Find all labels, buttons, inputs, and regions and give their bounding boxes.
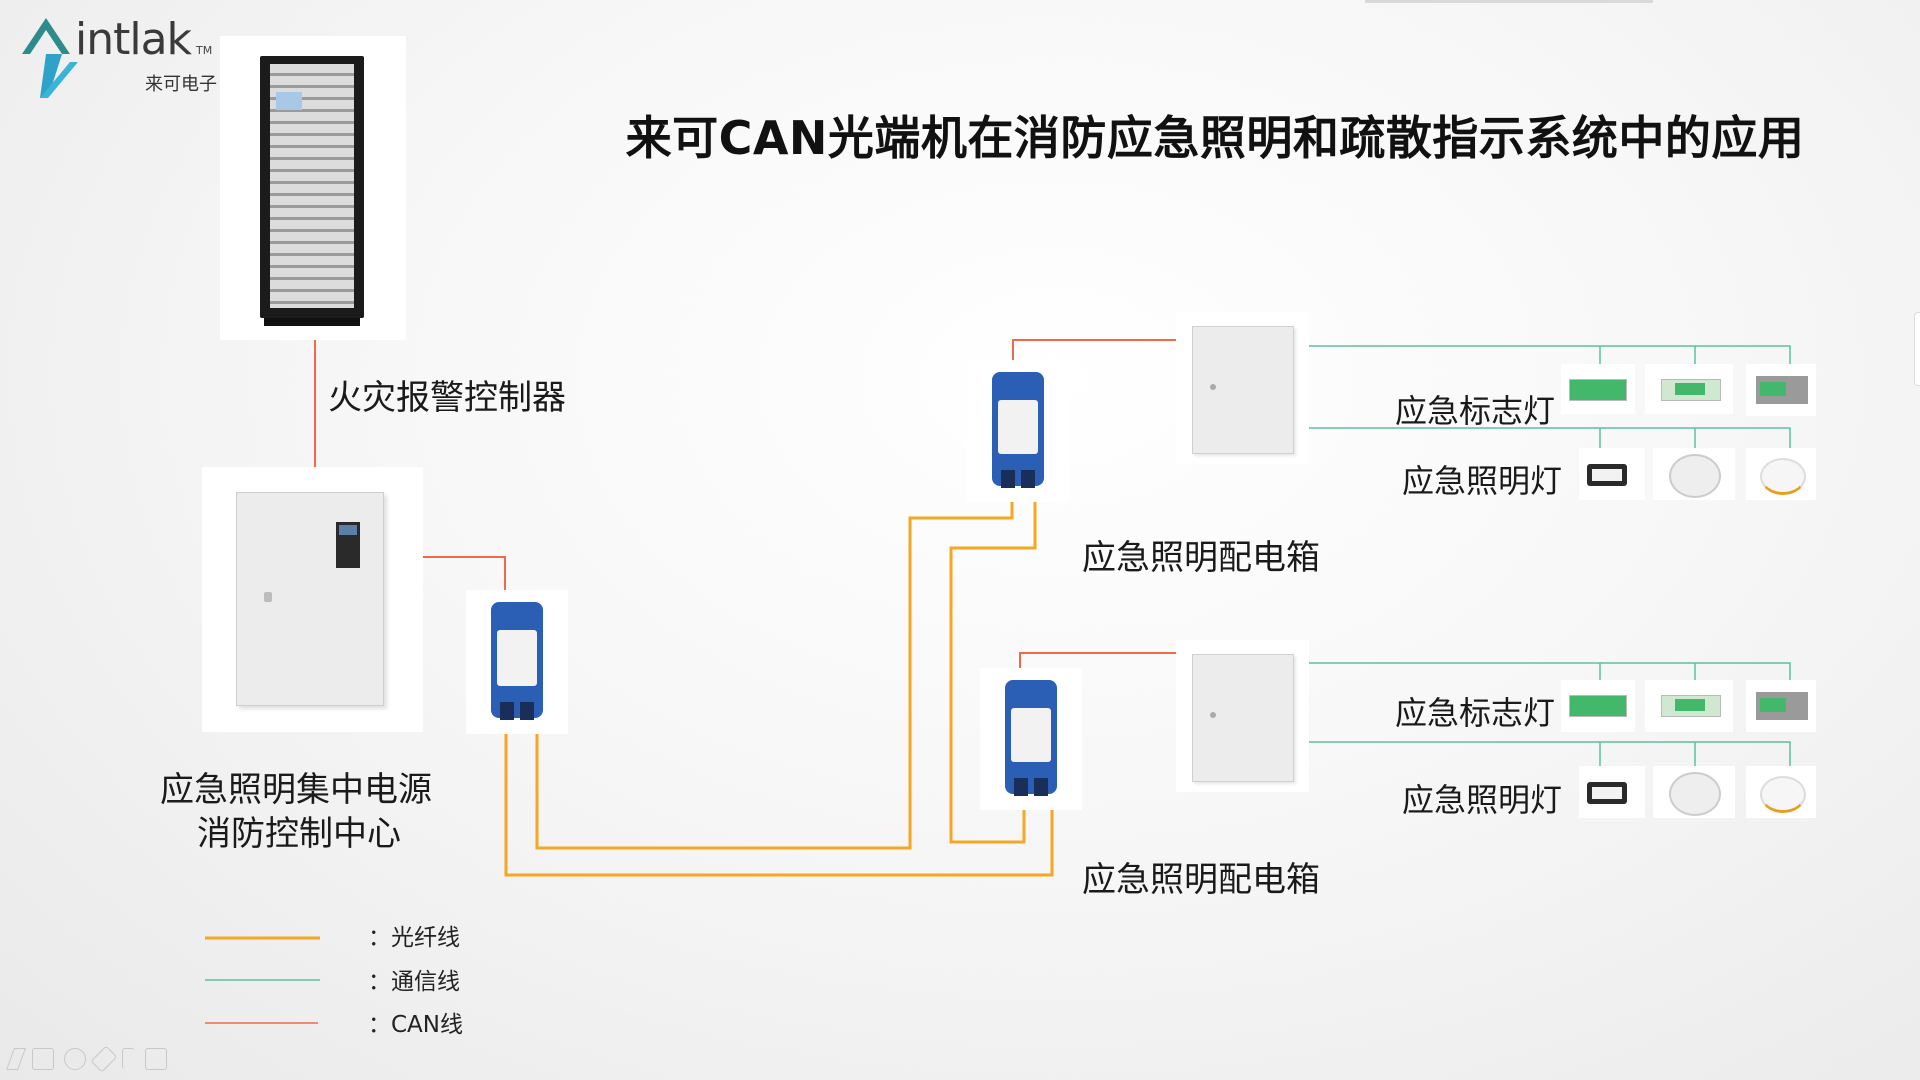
label-sign-lamp-2: 应急标志灯: [1395, 694, 1556, 732]
legend-comm: ：通信线: [368, 969, 460, 995]
label-power-center-line2: 消防控制中心: [197, 814, 401, 854]
label-distribution-box-2: 应急照明配电箱: [1082, 860, 1320, 900]
label-sign-lamp-1: 应急标志灯: [1395, 392, 1556, 430]
emergency-light-2c: [1746, 766, 1816, 818]
legend-fiber: ：光纤线: [368, 925, 460, 951]
emergency-light-2a: [1579, 766, 1645, 818]
exit-sign-lamp-2a: [1561, 680, 1635, 732]
emergency-light-1a: [1579, 448, 1645, 500]
distribution-box-1-image: [1176, 312, 1309, 464]
frame-icon[interactable]: [32, 1048, 54, 1070]
comm-lines-group-1: [1293, 345, 1791, 448]
fiber-line-a: [535, 480, 1014, 850]
exit-sign-lamp-2b: [1645, 680, 1733, 732]
fire-alarm-controller-image: [220, 36, 406, 340]
logo-tm: TM: [196, 44, 213, 57]
exit-sign-lamp-1c: [1746, 364, 1816, 416]
label-fire-alarm-controller: 火灾报警控制器: [328, 378, 566, 418]
pointer-icon[interactable]: [122, 1048, 135, 1069]
emergency-light-1b: [1653, 448, 1735, 500]
exit-sign-lamp-1b: [1645, 364, 1733, 414]
label-light-lamp-1: 应急照明灯: [1402, 462, 1563, 500]
legend-can: ：CAN线: [368, 1012, 463, 1038]
label-light-lamp-2: 应急照明灯: [1402, 781, 1563, 819]
exit-sign-lamp-1a: [1561, 364, 1635, 414]
can-fiber-converter-1: [466, 590, 568, 734]
eraser-icon[interactable]: [64, 1048, 86, 1070]
label-power-center-line1: 应急照明集中电源: [160, 770, 432, 810]
logo-name: intlak: [75, 14, 192, 65]
logo-mark: [22, 18, 78, 98]
comm-lines-group-2: [1293, 662, 1791, 766]
can-fiber-converter-3: [980, 668, 1082, 810]
page-title: 来可CAN光端机在消防应急照明和疏散指示系统中的应用: [625, 111, 1805, 165]
central-power-cabinet-image: [202, 467, 423, 732]
fiber-line-b: [504, 715, 1054, 877]
fiber-line-c: [949, 480, 1037, 844]
label-distribution-box-1: 应急照明配电箱: [1082, 538, 1320, 578]
side-panel-tab[interactable]: [1914, 312, 1920, 386]
emergency-light-1c: [1746, 448, 1816, 500]
logo-subtitle: 来可电子: [145, 74, 217, 95]
exit-sign-lamp-2c: [1746, 680, 1816, 732]
top-scroll-indicator: [1365, 0, 1653, 3]
emergency-light-2b: [1653, 766, 1735, 818]
distribution-box-2-image: [1176, 640, 1309, 792]
can-fiber-converter-2: [967, 360, 1069, 502]
screen-icon[interactable]: [145, 1048, 167, 1070]
presentation-toolbar: [5, 1045, 167, 1073]
highlighter-icon[interactable]: [90, 1045, 118, 1073]
